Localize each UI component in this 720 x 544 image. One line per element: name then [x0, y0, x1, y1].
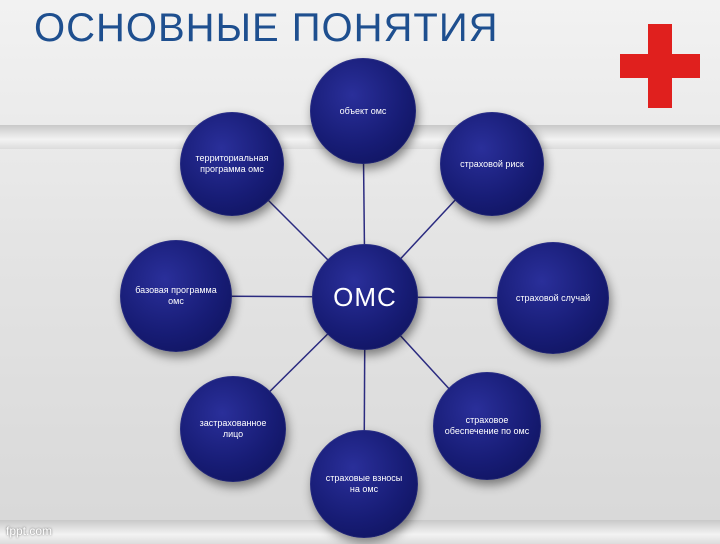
node-top-right: страховой риск — [440, 112, 544, 216]
node-bottom-right-label: страховое обеспечение по омс — [444, 415, 530, 436]
node-center-label: ОМС — [333, 282, 397, 312]
node-top-left: территориальная программа омс — [180, 112, 284, 216]
node-top-label: объект омс — [339, 105, 387, 116]
node-left: базовая программа омс — [120, 240, 232, 352]
node-bottom-left: застрахованное лицо — [180, 376, 286, 482]
node-right-label: страховой случай — [515, 292, 591, 303]
red-cross-icon — [620, 24, 700, 108]
node-center: ОМС — [312, 244, 418, 350]
node-bottom-left-label: застрахованное лицо — [199, 418, 267, 439]
node-bottom-right: страховое обеспечение по омс — [433, 372, 541, 480]
node-right: страховой случай — [497, 242, 609, 354]
node-top-right-label: страховой риск — [460, 158, 524, 169]
node-bottom: страховые взносы на омс — [310, 430, 418, 538]
page-title: ОСНОВНЫЕ ПОНЯТИЯ — [34, 6, 499, 50]
node-left-label: базовая программа омс — [135, 285, 217, 306]
footer-watermark: fppt.com — [6, 524, 53, 538]
node-top-left-label: территориальная программа омс — [195, 153, 269, 174]
node-bottom-label: страховые взносы на омс — [325, 473, 403, 494]
node-top: объект омс — [310, 58, 416, 164]
